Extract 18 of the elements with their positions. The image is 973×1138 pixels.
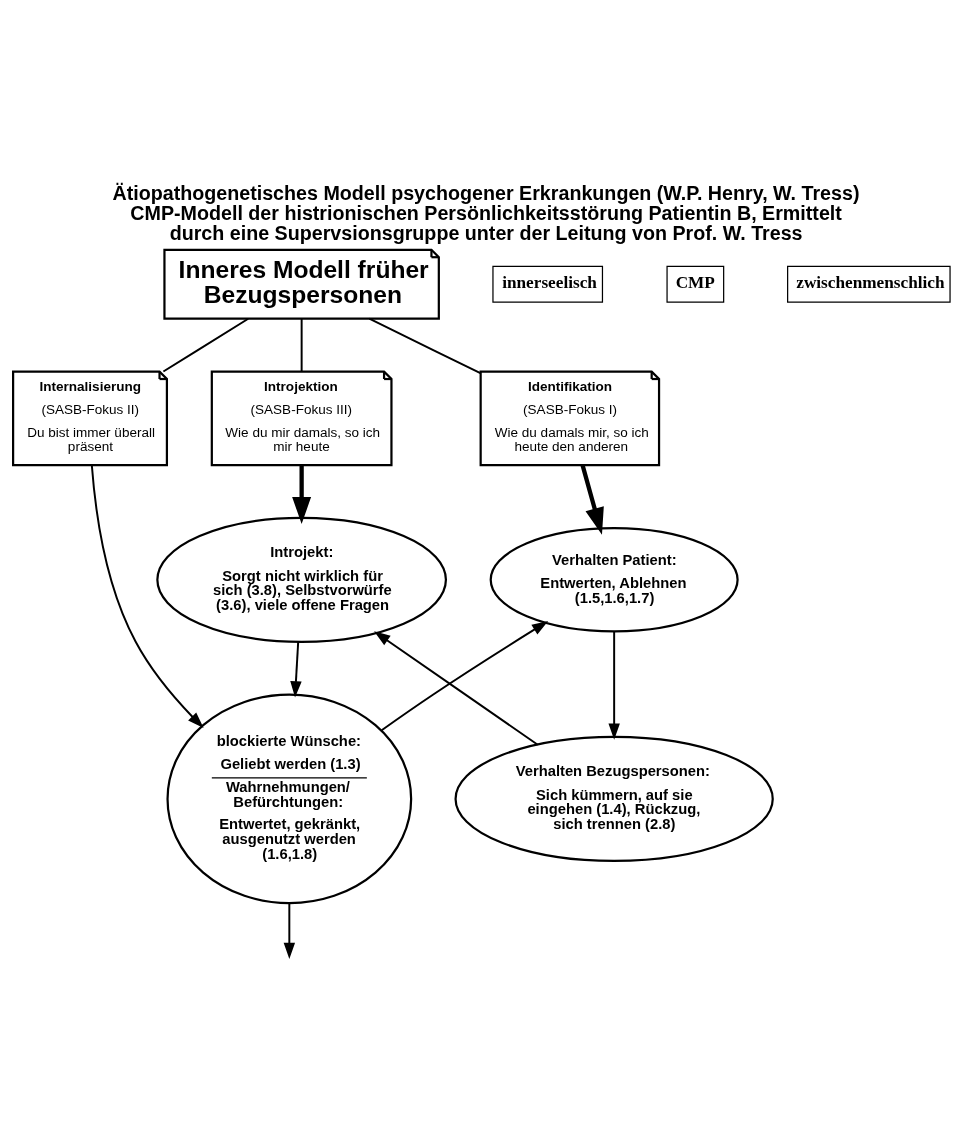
node-ellipse: Verhalten Bezugspersonen: Sich kümmern, auf sie eingehen (1.4), Rückzug, sich trennen (2.8) [454,735,774,862]
diagram-title: Ätiopathogenetisches Modell psychogener Erkrankungen (W.P. Henry, W. Tress) CMP-Modell der histrionischen Persönlichkeitsstörung Patientin B, Ermittelt durch eine Supervsionsgruppe unter der Leitung von Prof. W. Tress [112,182,860,244]
label: innerseelisch [502,273,597,293]
node-ellipse: blockierte Wünsche: Geliebt werden (1.3) Wahrnehmungen/ Befürchtungen: Entwertet, gekränkt, ausgenutzt werden (1.6,1.8) [166,693,413,905]
arrow [608,630,620,740]
label: zwischenmenschlich [796,273,945,293]
arrow [283,902,296,960]
arrow [374,631,539,746]
node-ellipse: Introjekt: Sorgt nicht wirklich für sich (3.8), Selbstvorwürfe (3.6), viele offene Fragen [156,516,447,643]
arrow [580,464,604,535]
connector [368,317,482,375]
arrow [292,465,312,525]
connector [162,317,250,373]
arrow [90,464,204,729]
arrow [380,621,549,732]
connector [300,317,303,373]
arrow [290,640,302,698]
label: CMP [675,273,715,293]
